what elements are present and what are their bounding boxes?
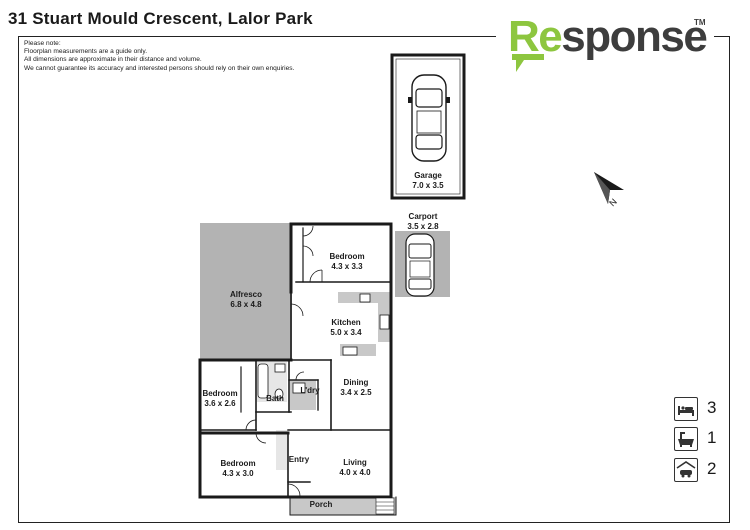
room-name: L'dry xyxy=(300,386,320,395)
room-label-alfresco: Alfresco 6.8 x 4.8 xyxy=(230,290,262,309)
room-name: Bedroom xyxy=(220,459,256,468)
response-logo: Response TM xyxy=(508,14,708,74)
room-dimensions: 7.0 x 3.5 xyxy=(412,180,444,190)
garage-car-drawing xyxy=(408,74,450,162)
room-dimensions: 6.8 x 4.8 xyxy=(230,299,262,309)
alfresco-area xyxy=(200,223,292,360)
logo-trademark: TM xyxy=(694,18,706,27)
logo-speech-tail-icon xyxy=(512,54,544,72)
logo-wordmark-sponse: sponse xyxy=(561,12,708,61)
frame-top-border-right xyxy=(714,36,729,37)
room-dimensions: 3.6 x 2.6 xyxy=(204,398,236,408)
stat-bedrooms: 3 xyxy=(674,397,724,421)
room-name: Garage xyxy=(414,171,442,180)
room-name: Carport xyxy=(408,212,438,221)
page-title: 31 Stuart Mould Crescent, Lalor Park xyxy=(8,9,313,28)
room-dimensions: 4.3 x 3.3 xyxy=(331,261,363,271)
bed-icon xyxy=(674,397,698,421)
room-name: Entry xyxy=(288,455,310,464)
room-dimensions: 3.4 x 2.5 xyxy=(340,387,372,397)
note-line: Please note: xyxy=(24,40,61,47)
room-name: Kitchen xyxy=(331,318,361,327)
bedroom-robe-area xyxy=(276,430,288,470)
room-name: Bath xyxy=(266,394,284,403)
stat-bathrooms: 1 xyxy=(674,427,724,451)
porch-steps xyxy=(375,497,395,515)
garage-count: 2 xyxy=(707,459,717,478)
logo-wordmark-re: Re xyxy=(508,12,563,61)
compass-letter: N xyxy=(607,197,619,209)
room-label-bath: Bath xyxy=(266,394,284,404)
room-name: Alfresco xyxy=(229,290,263,299)
room-name: Porch xyxy=(309,500,333,509)
bedroom-count: 3 xyxy=(707,398,717,417)
bath-fixtures xyxy=(257,363,286,400)
room-label-dining: Dining 3.4 x 2.5 xyxy=(340,378,371,397)
disclaimer-notes: Please note: Floorplan measurements are … xyxy=(24,40,294,73)
note-line: All dimensions are approximate in their … xyxy=(24,56,202,64)
room-name: Dining xyxy=(343,378,369,387)
room-dimensions: 4.3 x 3.0 xyxy=(222,468,254,478)
room-name: Bedroom xyxy=(329,252,365,261)
room-label-carport: Carport 3.5 x 2.8 xyxy=(407,212,438,231)
house-walls xyxy=(198,222,397,516)
room-dimensions: 4.0 x 4.0 xyxy=(339,467,371,477)
garage-walls xyxy=(390,53,466,200)
stat-garages: 2 xyxy=(674,458,724,482)
note-line: We cannot guarantee its accuracy and int… xyxy=(24,64,295,72)
door-swings xyxy=(245,225,323,497)
room-label-porch: Porch xyxy=(310,500,333,510)
room-dimensions: 3.5 x 2.8 xyxy=(407,221,439,231)
bathtub-icon xyxy=(674,427,698,451)
room-label-bedroom-1: Bedroom 4.3 x 3.3 xyxy=(329,252,364,271)
logo-wordmark: Response xyxy=(508,12,708,61)
room-label-entry: Entry xyxy=(289,455,309,465)
room-name: Bedroom xyxy=(202,389,238,398)
room-dimensions: 5.0 x 3.4 xyxy=(330,327,362,337)
room-label-kitchen: Kitchen 5.0 x 3.4 xyxy=(330,318,361,337)
room-name: Living xyxy=(343,458,367,467)
plan-frame xyxy=(18,36,730,523)
bathroom-count: 1 xyxy=(707,428,717,447)
room-label-living: Living 4.0 x 4.0 xyxy=(339,458,370,477)
porch-area xyxy=(290,497,396,515)
carport-car-drawing xyxy=(405,233,435,297)
room-label-laundry: L'dry xyxy=(300,386,319,396)
note-line: Floorplan measurements are a guide only. xyxy=(24,48,148,56)
frame-top-border-left xyxy=(18,36,496,37)
kitchen-sink xyxy=(342,293,390,356)
laundry-tub xyxy=(292,382,306,394)
room-label-bedroom-3: Bedroom 4.3 x 3.0 xyxy=(220,459,255,478)
room-label-garage: Garage 7.0 x 3.5 xyxy=(412,171,443,190)
room-label-bedroom-2: Bedroom 3.6 x 2.6 xyxy=(202,389,237,408)
garage-car-icon xyxy=(674,458,698,482)
north-compass-icon: N xyxy=(594,172,624,209)
